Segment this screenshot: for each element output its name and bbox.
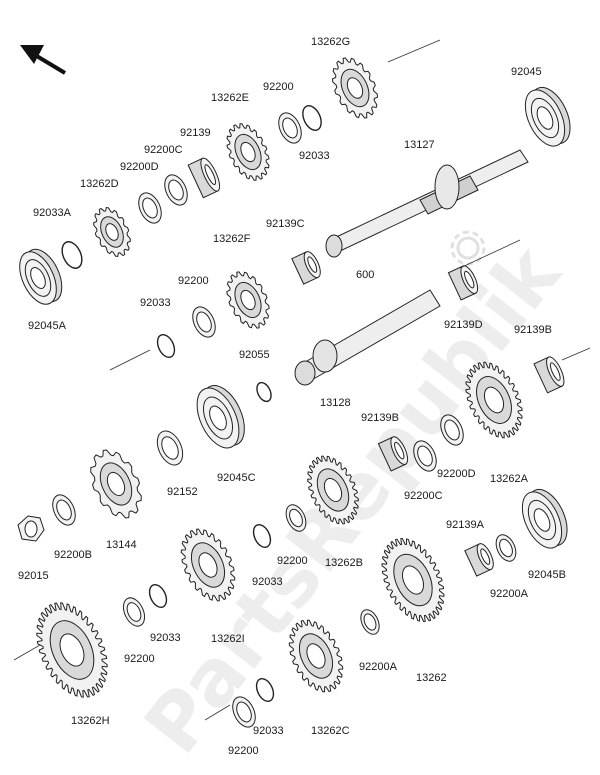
label-92139D[interactable]: 92139D [444, 319, 483, 331]
washer-92200C [164, 174, 188, 206]
washer-92200 [192, 306, 216, 338]
label-92033[interactable]: 92033 [252, 576, 283, 588]
label-92139B[interactable]: 92139B [514, 324, 552, 336]
label-92045A[interactable]: 92045A [28, 320, 66, 332]
label-92045B[interactable]: 92045B [528, 569, 566, 581]
label-13262G[interactable]: 13262G [311, 36, 351, 48]
label-600[interactable]: 600 [356, 269, 375, 281]
gear-13262B [307, 455, 359, 525]
label-92200C[interactable]: 92200C [404, 490, 443, 502]
bearing-92045C [196, 385, 245, 449]
gear-13262 [381, 537, 445, 623]
label-92033A[interactable]: 92033A [33, 207, 71, 219]
shaft-13128 [294, 289, 441, 386]
label-92200B[interactable]: 92200B [54, 549, 92, 561]
label-92200A[interactable]: 92200A [359, 661, 397, 673]
label-13262B[interactable]: 13262B [325, 557, 363, 569]
label-92200[interactable]: 92200 [178, 275, 209, 287]
washer-92200A [360, 609, 380, 635]
needle-bearing-92139D [447, 265, 479, 301]
label-13262[interactable]: 13262 [416, 672, 447, 684]
label-92045C[interactable]: 92045C [217, 472, 256, 484]
label-92200[interactable]: 92200 [263, 81, 294, 93]
label-92015[interactable]: 92015 [18, 570, 49, 582]
needle-bearing-92139A [464, 543, 494, 577]
label-13144[interactable]: 13144 [106, 539, 137, 551]
gear-13262C [288, 619, 344, 693]
gear-13262F [226, 271, 270, 329]
label-92033[interactable]: 92033 [150, 632, 181, 644]
bearing-92045A [19, 248, 63, 305]
label-92033[interactable]: 92033 [253, 725, 284, 737]
label-13262E[interactable]: 13262E [211, 92, 249, 104]
label-92033[interactable]: 92033 [140, 297, 171, 309]
washer-92200A [495, 534, 517, 562]
circlip-92033 [255, 677, 275, 703]
label-92033[interactable]: 92033 [299, 150, 330, 162]
ring-92200 [278, 112, 302, 144]
bearing-92045B [521, 488, 568, 549]
label-92139A[interactable]: 92139A [446, 519, 484, 531]
label-92139[interactable]: 92139 [180, 127, 211, 139]
label-13262I[interactable]: 13262I [211, 633, 245, 645]
gear-13262E [226, 123, 270, 181]
label-92200A[interactable]: 92200A [490, 588, 528, 600]
label-92200[interactable]: 92200 [277, 555, 308, 567]
label-92139B[interactable]: 92139B [361, 412, 399, 424]
washer-92200C [413, 440, 437, 472]
label-92200D[interactable]: 92200D [437, 468, 476, 480]
label-13128[interactable]: 13128 [320, 397, 351, 409]
needle-bearing-92139B [533, 356, 565, 394]
circlip-92033 [302, 105, 322, 131]
washer-92200 [122, 597, 146, 627]
label-92139C[interactable]: 92139C [266, 218, 305, 230]
label-92200[interactable]: 92200 [228, 745, 259, 757]
label-13127[interactable]: 13127 [404, 139, 435, 151]
washer-92200D [440, 414, 464, 446]
gear-13262D [93, 206, 131, 258]
centerlines [13, 39, 591, 721]
arrow-up-left-icon [20, 45, 67, 75]
label-92200[interactable]: 92200 [124, 653, 155, 665]
washer-92200B [52, 494, 76, 526]
label-92045[interactable]: 92045 [511, 66, 542, 78]
gear-13262A [465, 361, 523, 439]
shaft-13127 [325, 149, 529, 258]
bearing-92045 [524, 86, 571, 147]
circlip-92033 [148, 583, 168, 609]
needle-bearing-92139 [187, 157, 221, 199]
label-13262A[interactable]: 13262A [490, 473, 528, 485]
washer-92200 [232, 696, 256, 728]
label-13262D[interactable]: 13262D [80, 178, 119, 190]
sprocket-13144 [90, 449, 142, 519]
gear-13262H [36, 602, 108, 698]
label-92152[interactable]: 92152 [167, 486, 198, 498]
needle-bearing-92139C [291, 251, 321, 285]
label-13262C[interactable]: 13262C [311, 725, 350, 737]
washer-92200D [138, 192, 162, 224]
circlip-92033 [252, 523, 272, 549]
circlip-92033 [156, 333, 176, 359]
gear-13262I [180, 528, 236, 602]
label-92200C[interactable]: 92200C [144, 144, 183, 156]
label-92200D[interactable]: 92200D [120, 161, 159, 173]
o-ring-92055 [256, 381, 272, 403]
washer-92200 [285, 504, 307, 532]
circlip-92033A [61, 241, 83, 269]
label-13262H[interactable]: 13262H [71, 715, 110, 727]
label-13262F[interactable]: 13262F [213, 233, 251, 245]
needle-bearing-92139B [377, 436, 409, 472]
gear-13262G [331, 57, 379, 119]
collar-92152 [156, 430, 184, 466]
label-92055[interactable]: 92055 [239, 349, 270, 361]
